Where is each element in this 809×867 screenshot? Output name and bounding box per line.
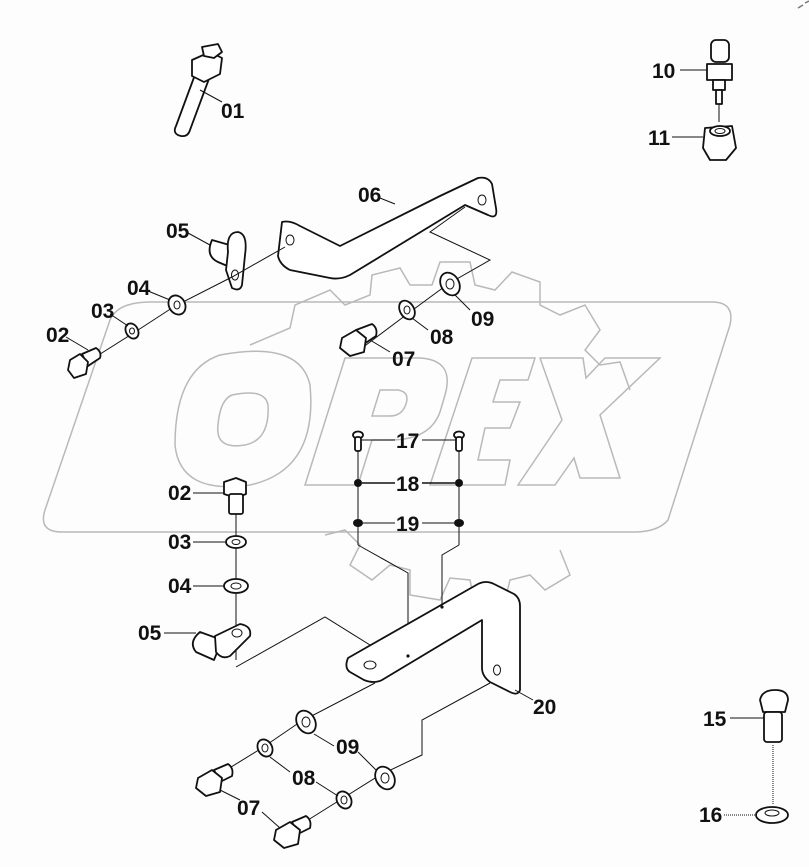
- part-01-sleeve[interactable]: [173, 43, 223, 138]
- part-19-nut-right[interactable]: [454, 519, 464, 527]
- callout-16: 16: [699, 804, 722, 827]
- part-18-washer-right[interactable]: [455, 479, 463, 487]
- callout-02b: 02: [168, 482, 191, 505]
- part-02b-hex-bolt[interactable]: [223, 477, 247, 515]
- part-08b-lockwasher-upper[interactable]: [254, 737, 275, 760]
- callout-03b: 03: [168, 531, 191, 554]
- callout-19: 19: [396, 513, 419, 536]
- part-04a-washer[interactable]: [165, 292, 189, 317]
- part-17-screw-right[interactable]: [453, 430, 465, 452]
- callout-09a: 09: [471, 308, 494, 331]
- callout-20: 20: [533, 696, 556, 719]
- corner-mark: [797, 0, 809, 9]
- callout-07a: 07: [392, 348, 415, 371]
- part-06-z-bracket[interactable]: [277, 176, 498, 280]
- callout-01: 01: [221, 100, 245, 123]
- callout-04b: 04: [168, 575, 192, 598]
- fastener-set-17-19: [357, 448, 460, 660]
- part-16-washer[interactable]: [755, 806, 789, 824]
- part-08b-lockwasher-lower[interactable]: [333, 789, 354, 812]
- callout-09b: 09: [336, 736, 359, 759]
- callout-10: 10: [652, 60, 675, 83]
- callout-03a: 03: [91, 300, 114, 323]
- callout-17: 17: [396, 430, 419, 453]
- part-17-screw-left[interactable]: [352, 430, 364, 452]
- part-18-washer-left[interactable]: [354, 479, 362, 487]
- part-11-adapter-nut[interactable]: [702, 125, 737, 161]
- callout-02a: 02: [46, 324, 69, 347]
- callout-05a: 05: [166, 220, 190, 243]
- callout-08a: 08: [430, 326, 454, 349]
- part-07b-hex-bolt-lower[interactable]: [273, 815, 312, 849]
- part-19-nut-left[interactable]: [353, 519, 363, 527]
- part-10-sensor[interactable]: [706, 39, 733, 122]
- part-05b-p-clamp[interactable]: [191, 623, 252, 661]
- callout-07b: 07: [237, 797, 260, 820]
- part-03b-lockwasher[interactable]: [225, 535, 247, 549]
- part-05a-p-clamp[interactable]: [208, 231, 247, 291]
- callout-05b: 05: [138, 622, 162, 645]
- opex-watermark: [42, 261, 732, 606]
- part-07a-hex-bolt[interactable]: [339, 323, 378, 357]
- watermark-frame: [42, 301, 732, 533]
- callout-06: 06: [358, 184, 381, 207]
- part-04b-washer[interactable]: [223, 578, 249, 594]
- part-09b-washer-upper[interactable]: [292, 707, 320, 737]
- callout-08b: 08: [292, 767, 316, 790]
- part-03a-lockwasher[interactable]: [123, 321, 141, 341]
- callout-11: 11: [648, 127, 671, 150]
- part-02a-hex-bolt[interactable]: [67, 347, 102, 379]
- part-09b-washer-lower[interactable]: [371, 763, 399, 793]
- part-09a-washer[interactable]: [436, 269, 464, 299]
- part-15-hex-bolt[interactable]: [759, 689, 789, 743]
- part-08a-lockwasher[interactable]: [396, 298, 418, 322]
- part-20-l-bracket[interactable]: [345, 581, 521, 695]
- callout-15: 15: [703, 708, 727, 731]
- callout-18: 18: [396, 473, 420, 496]
- callout-04a: 04: [127, 277, 151, 300]
- part-07b-hex-bolt-upper[interactable]: [195, 763, 234, 797]
